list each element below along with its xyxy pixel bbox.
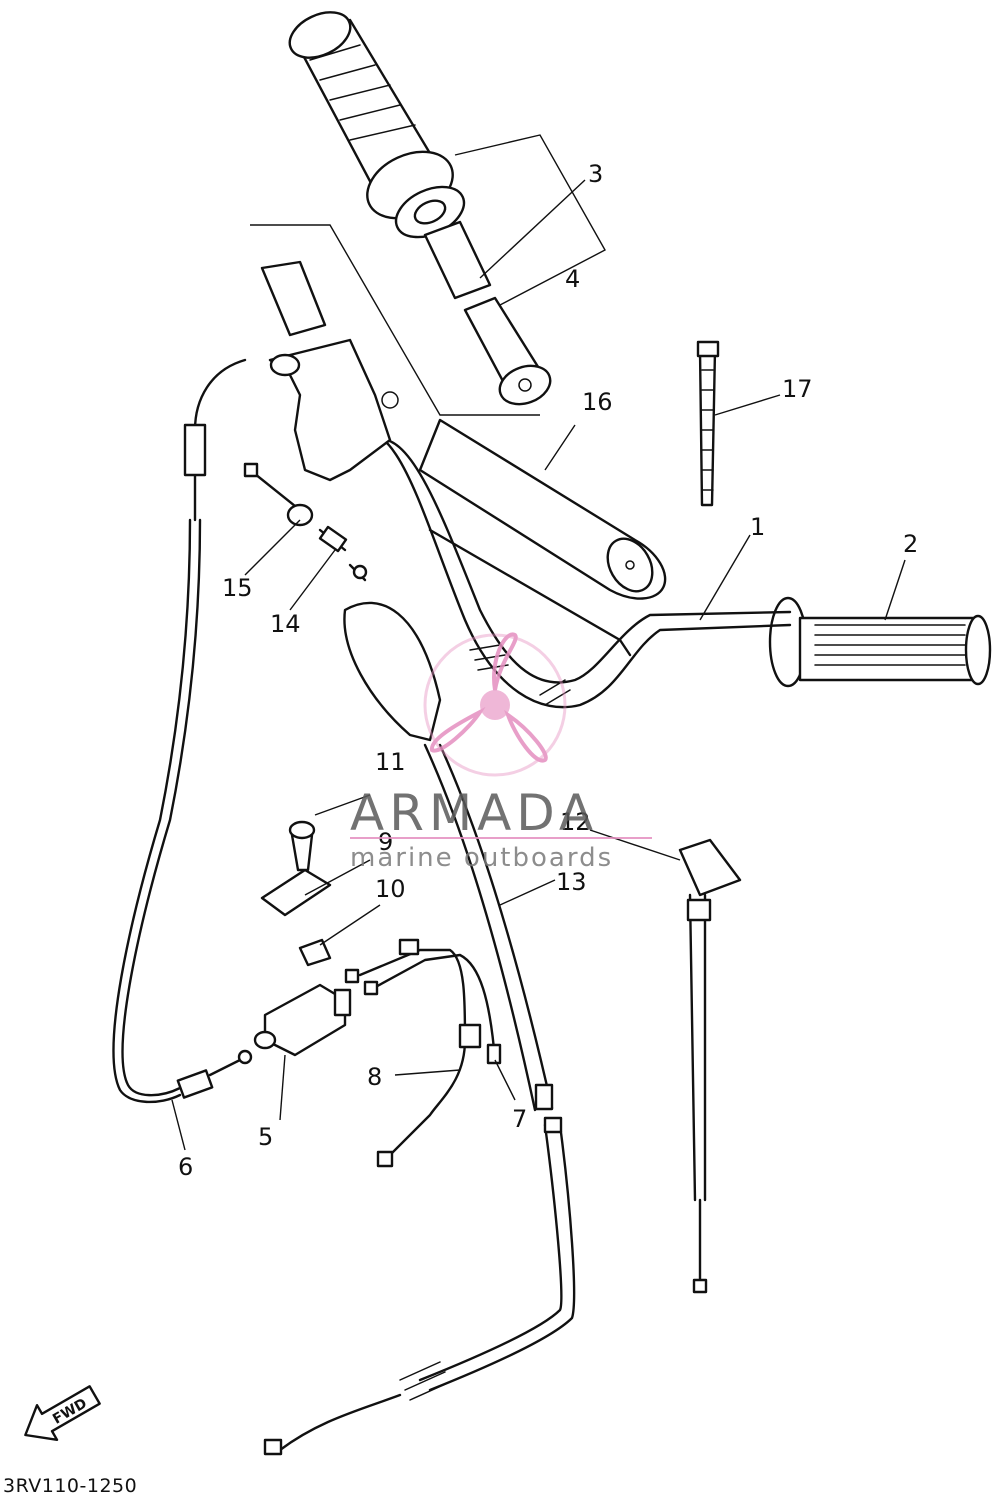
fwd-arrow: FWD xyxy=(24,1385,101,1442)
label-part-16: 16 xyxy=(582,388,613,416)
watermark-tagline: marine outboards xyxy=(350,843,613,873)
label-part-7: 7 xyxy=(512,1105,527,1133)
throttle-housing xyxy=(268,338,399,482)
right-grip xyxy=(768,596,992,688)
watermark: ARMADA marine outboards xyxy=(350,632,652,873)
label-part-1: 1 xyxy=(750,513,765,541)
clutch-cable xyxy=(263,601,576,1456)
propeller-logo-icon xyxy=(423,632,567,777)
label-part-4: 4 xyxy=(565,265,580,293)
label-part-2: 2 xyxy=(903,530,918,558)
label-part-12: 12 xyxy=(560,808,591,836)
left-grip xyxy=(288,11,466,239)
handlebar-pad xyxy=(418,418,667,657)
watermark-brand: ARMADA xyxy=(350,784,598,842)
leader-lines xyxy=(171,134,906,1151)
throttle-tube xyxy=(260,260,327,337)
label-part-9: 9 xyxy=(378,828,393,856)
label-part-8: 8 xyxy=(367,1063,382,1091)
throttle-cable xyxy=(112,358,253,1104)
label-part-6: 6 xyxy=(178,1153,193,1181)
adjuster-parts xyxy=(243,462,368,582)
label-part-17: 17 xyxy=(782,375,813,403)
switch-wires xyxy=(344,938,502,1168)
label-part-15: 15 xyxy=(222,574,253,602)
label-part-10: 10 xyxy=(375,875,406,903)
switch-assembly xyxy=(253,820,352,1057)
drawing-code: 3RV110-1250 xyxy=(3,1475,137,1497)
cable-band xyxy=(696,340,720,507)
label-part-14: 14 xyxy=(270,610,301,638)
label-part-5: 5 xyxy=(258,1123,273,1151)
label-part-11: 11 xyxy=(375,748,406,776)
assembly-bracket xyxy=(250,224,540,416)
throttle-sleeve xyxy=(423,220,552,406)
label-part-3: 3 xyxy=(588,160,603,188)
label-part-13: 13 xyxy=(556,868,587,896)
brake-cable xyxy=(678,838,742,1294)
